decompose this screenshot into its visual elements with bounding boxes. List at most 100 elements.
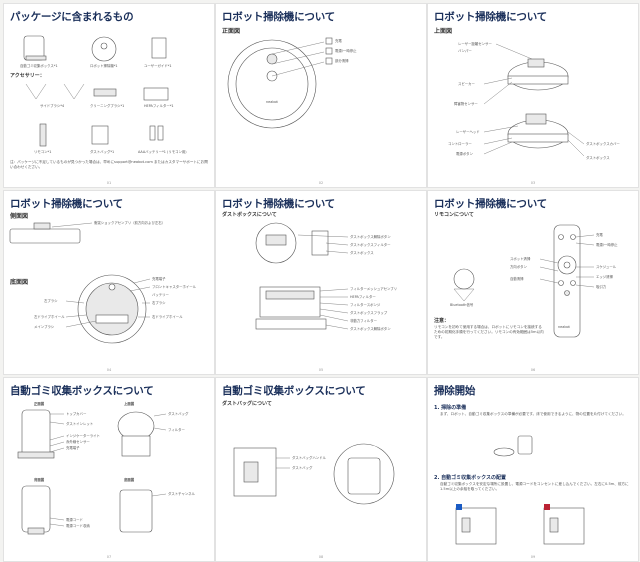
package-items-illustration xyxy=(23,35,169,147)
callout: 左ブラシ xyxy=(44,299,58,303)
page-number: 07 xyxy=(106,555,112,559)
callout: スポット清掃 xyxy=(510,257,531,261)
step-1-heading: 1. 掃除の準備 xyxy=(434,405,467,411)
callout: 充電 xyxy=(335,39,342,43)
callout: フィルタースポンジ xyxy=(350,303,381,307)
page-title: パッケージに含まれるもの xyxy=(10,11,134,23)
callout: 電源ボタン xyxy=(456,152,473,156)
page-title: ロボット掃除機について xyxy=(10,198,123,210)
page-package-contents: パッケージに含まれるもの 自動ゴミ収集ボックス*1 ロボット掃除機*1 ユーザー… xyxy=(3,3,215,188)
callout: 自動清掃 xyxy=(510,277,524,281)
callout: 障害物センサー xyxy=(454,102,478,106)
page-start-cleaning: 掃除開始 1. 掃除の準備 まず、ロボット、自動ゴミ収集ボックスの準備が必要です… xyxy=(427,377,639,562)
callout: バンパー xyxy=(458,49,472,53)
item-label: リモコン*1 xyxy=(34,150,52,154)
callout: ダストインレット xyxy=(66,422,94,426)
item-label: サイドブラシ*4 xyxy=(40,104,65,108)
callout: 右ブラシ xyxy=(152,301,166,305)
accessory-heading: アクセサリー： xyxy=(10,73,45,79)
note-title: 注意： xyxy=(434,318,450,324)
callout: 電源/一時停止 xyxy=(596,243,618,247)
callout: ダストバッグハンドル xyxy=(292,456,326,460)
robot-front-illustration xyxy=(227,37,333,129)
callout: トップカバー xyxy=(66,412,87,416)
step-2-text: 自動ゴミ収集ボックスを安定な場所に設置し、電源コードをコンセントに差し込んでくだ… xyxy=(440,482,629,491)
callout: 充電端子 xyxy=(152,277,166,281)
callout: フィルター xyxy=(168,428,185,432)
callout: ダストボックス xyxy=(586,156,610,160)
bottom-view-label: 底面図 xyxy=(10,279,29,286)
callout: 赤外線センサー xyxy=(66,440,90,444)
page-title: ロボット掃除機について xyxy=(434,11,547,23)
callout: 左ドライブホイール xyxy=(34,315,65,319)
page-title: ロボット掃除機について xyxy=(222,198,335,210)
item-label: HEPAフィルター*1 xyxy=(144,104,174,108)
callout: スケジュール xyxy=(596,265,617,269)
dust-bag-illustration xyxy=(233,443,395,505)
page-number: 04 xyxy=(106,368,112,372)
item-label: ダストバッグ*1 xyxy=(90,150,115,154)
callout: ダストバッグ xyxy=(292,466,313,470)
callout: 部分清掃 xyxy=(335,59,349,63)
robot-side-bottom-illustration xyxy=(9,222,151,344)
callout: ダストボックス xyxy=(350,251,374,255)
page-robot-front: ロボット掃除機について 正面図 充電 電源/一時停止 部分清掃 neabot 0… xyxy=(215,3,427,188)
item-label: 自動ゴミ収集ボックス*1 xyxy=(20,64,58,68)
callout: コントローラー xyxy=(448,142,472,146)
page-title: 自動ゴミ収集ボックスについて xyxy=(10,385,154,397)
callout: フィルターメッシュアセンブリ xyxy=(350,287,398,291)
dust-box-illustration xyxy=(255,222,349,330)
callout: インジケーターライト xyxy=(66,434,100,438)
callout: 電源/一時停止 xyxy=(335,49,357,53)
page-number: 09 xyxy=(530,555,536,559)
remote-note: リモコンを初めて使用する場合は、ロボットにリモコンを接続するための初期化手順を行… xyxy=(434,325,544,339)
page-title: 掃除開始 xyxy=(434,385,476,397)
page-number: 03 xyxy=(530,181,536,185)
brand-logo: neabot xyxy=(558,325,570,329)
callout: 方向ボタン xyxy=(510,265,527,269)
callout: 非動力フィルター xyxy=(350,319,378,323)
page-dust-bag: 自動ゴミ収集ボックスについて ダストバッグについて ダストバッグハンドル ダスト… xyxy=(215,377,427,562)
page-title: ロボット掃除機について xyxy=(434,198,547,210)
page-number: 08 xyxy=(318,555,324,559)
side-view-label: 側面図 xyxy=(10,213,29,220)
dock-illustration xyxy=(17,409,167,535)
top-view-label: 上面図 xyxy=(124,402,135,406)
rear-view-label: 背面図 xyxy=(34,478,45,482)
page-number: 01 xyxy=(106,181,112,185)
page-robot-side-bottom: ロボット掃除機について 側面図 底面図 衝突ショックアセンブリ（前方向および左右… xyxy=(3,190,215,375)
item-label: クリーニングブラシ*1 xyxy=(90,104,125,108)
callout: レーザー距離センサー xyxy=(458,42,492,46)
front-view-label: 正面図 xyxy=(34,402,45,406)
callout: ダストボックス解除ボタン xyxy=(350,235,391,239)
top-view-label: 上面図 xyxy=(434,28,453,35)
callout: 充電 xyxy=(596,233,603,237)
callout: スピーカー xyxy=(458,82,475,86)
page-dust-box: ロボット掃除機について ダストボックスについて ダストボックス解除ボタン ダスト… xyxy=(215,190,427,375)
callout: ダストボックスフラップ xyxy=(350,311,388,315)
section-heading: ダストバッグについて xyxy=(222,401,272,407)
callout: 右ドライブホイール xyxy=(152,315,183,319)
brand-logo: neabot xyxy=(266,100,278,104)
page-remote: ロボット掃除機について リモコンについて 充電 電源/一時停止 スポット清掃 方… xyxy=(427,190,639,375)
page-dock-views: 自動ゴミ収集ボックスについて 正面図 上面図 背面図 底面図 トップカバー ダス… xyxy=(3,377,215,562)
callout: メインブラシ xyxy=(34,325,55,329)
page-title: 自動ゴミ収集ボックスについて xyxy=(222,385,366,397)
step-2-heading: 2. 自動ゴミ収集ボックスの配置 xyxy=(434,475,506,481)
remote-illustration xyxy=(453,224,595,338)
callout: ダストボックスカバー xyxy=(586,142,620,146)
front-view-label: 正面図 xyxy=(222,28,241,35)
page-number: 02 xyxy=(318,181,324,185)
item-label: ロボット掃除機*1 xyxy=(90,64,118,68)
callout: ダストバッグ xyxy=(168,412,189,416)
callout: ダストチャンネル xyxy=(168,492,196,496)
step-1-text: まず、ロボット、自動ゴミ収集ボックスの準備が必要です。床で使用できるように、物の… xyxy=(440,412,626,416)
callout: 電源コード xyxy=(66,518,83,522)
start-illustration xyxy=(455,435,585,545)
section-heading: ダストボックスについて xyxy=(222,212,277,218)
robot-top-illustration xyxy=(483,43,585,157)
page-number: 06 xyxy=(530,368,536,372)
callout: 電源コード収納 xyxy=(66,524,90,528)
callout: 充電端子 xyxy=(66,446,80,450)
page-title: ロボット掃除機について xyxy=(222,11,335,23)
